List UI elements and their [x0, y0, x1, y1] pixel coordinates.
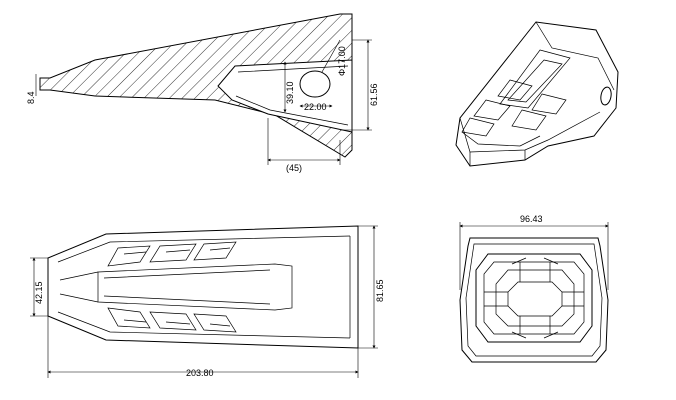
- pin-hole: [299, 70, 331, 98]
- side-view: 203.80 81.65 42.15: [30, 225, 385, 378]
- dim-height: 61.56: [369, 83, 379, 106]
- side-outline: [47, 225, 359, 349]
- end-window: [475, 253, 593, 343]
- dim-side-height: 81.65: [375, 279, 385, 302]
- iso-pin-hole: [600, 86, 612, 106]
- iso-outline: [455, 21, 619, 167]
- end-view: 96.43: [459, 214, 609, 363]
- dim-width: 96.43: [520, 214, 543, 224]
- dim-pocket: 39.10: [285, 81, 295, 104]
- dim-tip: 8.4: [26, 91, 36, 104]
- section-outline: [39, 13, 353, 158]
- dim-hole-width: 22.00: [304, 102, 327, 112]
- isometric-view: [455, 21, 619, 167]
- dim-length: 203.80: [186, 368, 214, 378]
- center-slot: [97, 263, 293, 311]
- dim-hole-dia: Φ17.00: [337, 46, 347, 76]
- dim-left: 42.15: [34, 281, 44, 304]
- end-outline: [459, 237, 609, 363]
- dim-depth: (45): [286, 163, 302, 173]
- section-view: 8.4 39.10 22.00 Φ17.00 61.56 (45): [26, 13, 379, 173]
